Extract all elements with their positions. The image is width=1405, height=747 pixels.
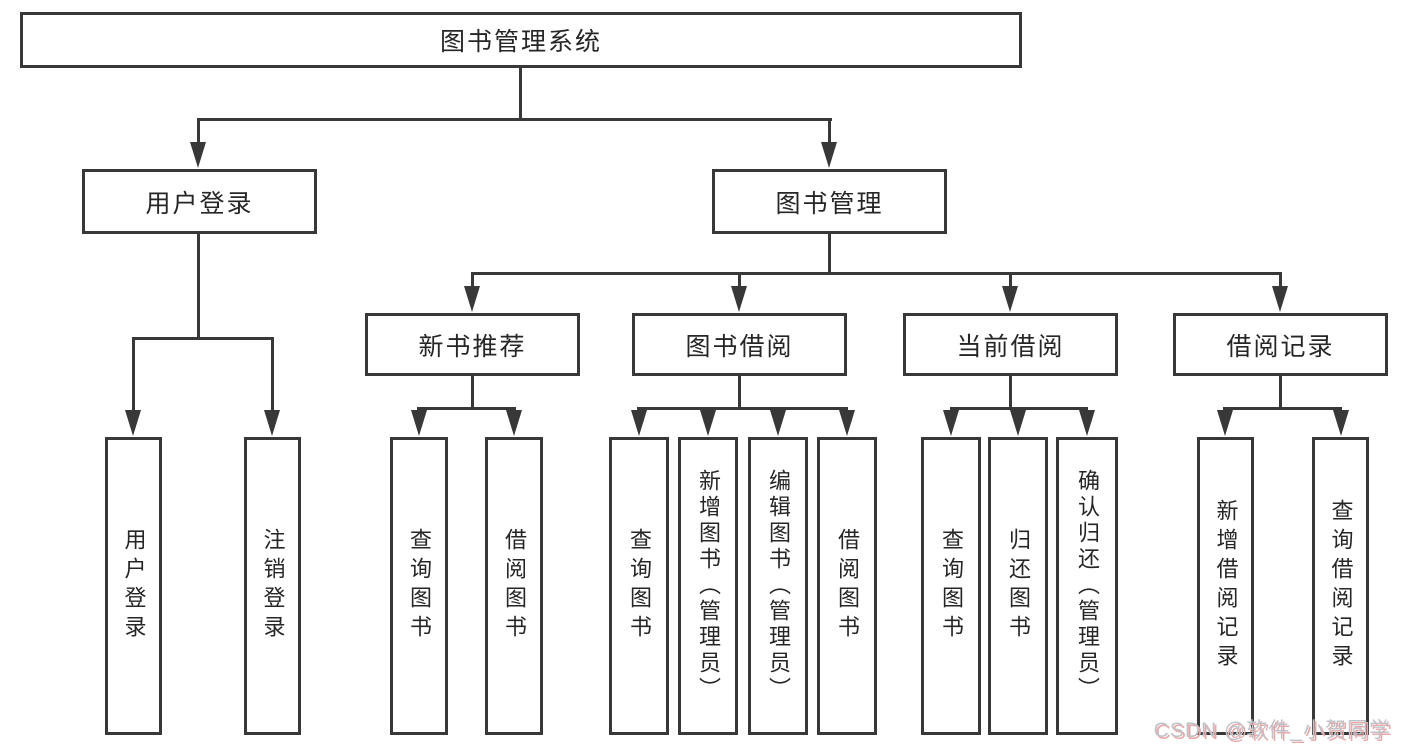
leaf-query-books-current-label: 查询图书 <box>939 528 964 644</box>
leaf-logout-login-label: 注销登录 <box>260 528 286 644</box>
connector-borrow-record-stem <box>1279 374 1282 410</box>
leaf-borrow-books-recommend-label: 借阅图书 <box>502 528 527 644</box>
leaf-query-books-borrow-label: 查询图书 <box>627 528 652 644</box>
leaf-confirm-return-admin-label: 确认归还（管理员） <box>1075 469 1100 703</box>
leaf-return-books: 归还图书 <box>988 437 1048 735</box>
leaf-edit-books-admin-label: 编辑图书（管理员） <box>766 469 791 703</box>
leaf-logout-login: 注销登录 <box>244 437 301 735</box>
connector-new-book-bar <box>417 407 516 410</box>
leaf-return-books-label: 归还图书 <box>1006 528 1031 644</box>
node-book-borrow: 图书借阅 <box>632 313 847 376</box>
node-user-login-label: 用户登录 <box>145 189 254 218</box>
connector-book-management-stem <box>828 232 831 275</box>
node-new-book-recommend: 新书推荐 <box>365 313 580 376</box>
connector-book-borrow-bar <box>637 407 848 410</box>
leaf-add-books-admin: 新增图书（管理员） <box>678 437 738 735</box>
leaf-add-books-admin-label: 新增图书（管理员） <box>696 469 721 703</box>
connector-current-borrow-bar <box>950 407 1088 410</box>
arrow-down-bb-query-icon <box>631 410 647 436</box>
node-user-login: 用户登录 <box>82 169 317 234</box>
connector-level2-bar <box>197 118 832 121</box>
node-root: 图书管理系统 <box>20 12 1022 68</box>
arrow-down-new-book-recommend-icon <box>464 286 480 312</box>
node-book-borrow-label: 图书借阅 <box>685 332 794 361</box>
node-book-management: 图书管理 <box>712 169 947 234</box>
connector-drop-book-borrow <box>738 272 741 290</box>
node-root-label: 图书管理系统 <box>439 28 602 56</box>
connector-borrow-record-bar <box>1223 407 1342 410</box>
leaf-confirm-return-admin: 确认归还（管理员） <box>1056 437 1118 735</box>
node-borrow-record-label: 借阅记录 <box>1226 332 1335 361</box>
arrow-down-leaf-user-login-icon <box>125 410 141 436</box>
connector-drop-book-management <box>828 118 831 146</box>
arrow-down-cb-return-icon <box>1010 410 1026 436</box>
arrow-down-br-add-icon <box>1217 410 1233 436</box>
leaf-query-books-borrow: 查询图书 <box>609 437 669 735</box>
connector-level3-bar <box>471 272 1282 275</box>
node-current-borrow: 当前借阅 <box>903 313 1118 376</box>
connector-root-stem <box>519 65 522 121</box>
arrow-down-nb-borrow-icon <box>506 410 522 436</box>
connector-user-login-stem <box>197 232 200 340</box>
node-new-book-recommend-label: 新书推荐 <box>418 332 527 361</box>
arrow-down-br-query-icon <box>1333 410 1349 436</box>
leaf-borrow-books-label: 借阅图书 <box>835 528 860 644</box>
connector-drop-leaf-logout <box>271 337 274 414</box>
leaf-borrow-books-recommend: 借阅图书 <box>485 437 543 735</box>
arrow-down-book-management-icon <box>821 142 837 168</box>
connector-drop-current-borrow <box>1009 272 1012 290</box>
leaf-query-books-recommend-label: 查询图书 <box>407 528 432 644</box>
leaf-query-books-recommend: 查询图书 <box>390 437 448 735</box>
arrow-down-cb-confirm-icon <box>1079 410 1095 436</box>
arrow-down-leaf-logout-icon <box>264 410 280 436</box>
node-current-borrow-label: 当前借阅 <box>956 332 1065 361</box>
leaf-query-borrow-record: 查询借阅记录 <box>1312 437 1369 735</box>
leaf-user-login-label: 用户登录 <box>121 528 147 644</box>
arrow-down-book-borrow-icon <box>731 286 747 312</box>
watermark-text: CSDN @软件_小贺同学 <box>1153 719 1391 742</box>
arrow-down-borrow-record-icon <box>1272 286 1288 312</box>
connector-drop-new-book-recommend <box>471 272 474 290</box>
connector-book-borrow-stem <box>738 374 741 410</box>
arrow-down-nb-query-icon <box>411 410 427 436</box>
connector-drop-leaf-user-login <box>132 337 135 414</box>
arrow-down-bb-edit-icon <box>770 410 786 436</box>
node-borrow-record: 借阅记录 <box>1173 313 1388 376</box>
arrow-down-bb-borrow-icon <box>839 410 855 436</box>
arrow-down-bb-add-icon <box>700 410 716 436</box>
connector-drop-borrow-record <box>1279 272 1282 290</box>
leaf-add-borrow-record: 新增借阅记录 <box>1197 437 1254 735</box>
leaf-query-books-current: 查询图书 <box>921 437 981 735</box>
node-book-management-label: 图书管理 <box>775 189 884 218</box>
leaf-borrow-books: 借阅图书 <box>817 437 877 735</box>
leaf-user-login: 用户登录 <box>105 437 162 735</box>
arrow-down-current-borrow-icon <box>1002 286 1018 312</box>
connector-drop-user-login <box>197 118 200 146</box>
leaf-add-borrow-record-label: 新增借阅记录 <box>1213 499 1239 673</box>
connector-current-borrow-stem <box>1009 374 1012 410</box>
arrow-down-user-login-icon <box>190 142 206 168</box>
connector-new-book-stem <box>471 374 474 410</box>
connector-user-login-bar <box>132 337 274 340</box>
leaf-edit-books-admin: 编辑图书（管理员） <box>748 437 808 735</box>
leaf-query-borrow-record-label: 查询借阅记录 <box>1328 499 1354 673</box>
arrow-down-cb-query-icon <box>943 410 959 436</box>
